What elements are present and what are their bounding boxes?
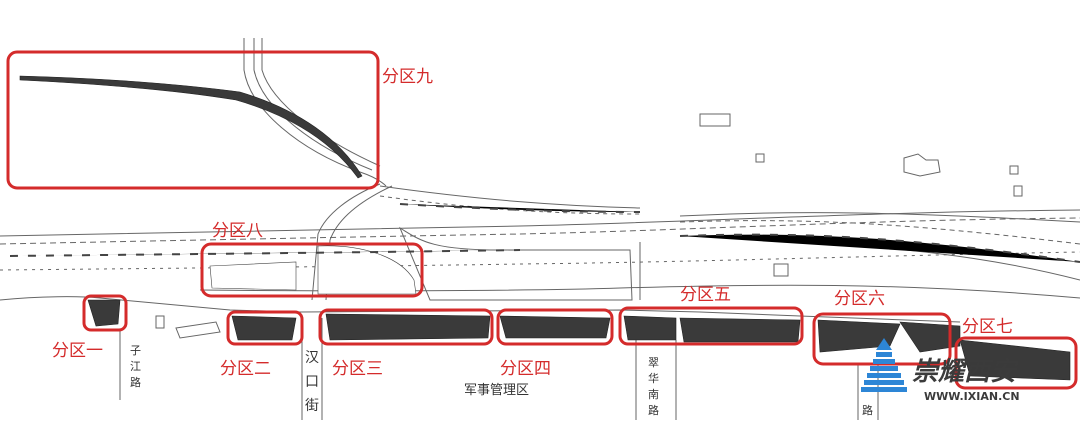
marking-1 [9,249,521,257]
upper-road-1 [379,185,641,209]
hankou-upper-right [325,185,393,301]
zone-5-label: 分区五 [680,285,731,305]
building-5 [1009,165,1019,175]
street-zijiang-char-2: 江 [130,360,141,373]
strip-zone5a [623,315,677,341]
zone-9-outline[interactable] [6,50,380,190]
upper-road-4 [679,220,1080,245]
strip-zone3 [325,313,491,341]
strip-zone4 [499,315,611,339]
road-edge-middle [0,251,1080,271]
zone-3-label: 分区三 [332,359,383,379]
vertical-road-a [243,38,387,187]
strip-zone8b [317,245,417,295]
street-cuihua: 翠 华 南 路 [648,356,659,417]
building-4 [903,153,941,177]
building-3 [773,263,789,277]
zone-8-label: 分区八 [212,221,263,241]
vertical-road-c [261,38,381,167]
building-7 [155,315,165,329]
marking-3 [399,203,641,213]
street-cuihua-char-1: 翠 [648,356,659,369]
zone-2-label: 分区二 [220,359,271,379]
zone-6-label: 分区六 [834,289,885,309]
strip-zone7 [959,339,1071,381]
military-block [398,226,633,301]
building-2 [755,153,765,163]
strip-zone1 [87,299,121,327]
military-area-label: 军事管理区 [464,383,529,398]
strip-zone5b [679,317,801,343]
zone-5-outline[interactable] [618,306,804,346]
strip-zone2 [231,315,297,341]
watermark: 崇耀西安 WWW.IXIAN.CN [861,338,1020,403]
street-zijiang-char-1: 子 [130,344,141,357]
road-centerline [0,217,1080,245]
street-cuihua-char-2: 华 [648,371,659,385]
watermark-title: 崇耀西安 [912,357,1019,387]
street-cuihua-char-3: 南 [648,388,659,401]
strip-zone9 [19,75,363,179]
building-6 [1013,185,1023,197]
street-zijiang: 子 江 路 [130,344,141,389]
zone-3-outline[interactable] [318,308,494,346]
zone-2-outline[interactable] [226,310,304,346]
strip-zone6b [899,321,961,353]
upper-road-2 [379,195,641,215]
zone-8-outline[interactable] [200,242,424,298]
zone-9-label: 分区九 [382,67,433,87]
building-8 [175,321,221,339]
strip-zone8 [209,261,297,291]
street-cuihua-char-4: 路 [648,404,659,417]
zone-1-label: 分区一 [52,341,103,361]
street-right-char: 路 [862,404,873,417]
strip-zone6 [817,319,901,353]
marking-2 [679,233,1080,263]
zone-7-label: 分区七 [962,317,1013,337]
watermark-tower-icon [861,338,907,392]
watermark-url: WWW.IXIAN.CN [924,390,1020,403]
upper-road-3 [679,212,1080,223]
street-hankou: 汉 口 街 [305,350,319,414]
street-hankou-char-1: 汉 [305,350,319,366]
street-hankou-char-3: 街 [305,398,319,414]
road-edge-upper [0,209,1080,237]
street-zijiang-char-3: 路 [130,376,141,389]
zone-1-outline[interactable] [82,294,128,332]
zone-4-label: 分区四 [500,359,551,379]
zone-4-outline[interactable] [496,308,614,346]
street-hankou-char-2: 口 [305,374,319,390]
building-1 [699,113,731,127]
zone-7-outline[interactable] [954,336,1078,390]
road-markings [9,203,1080,263]
dark-strips [19,75,1071,381]
